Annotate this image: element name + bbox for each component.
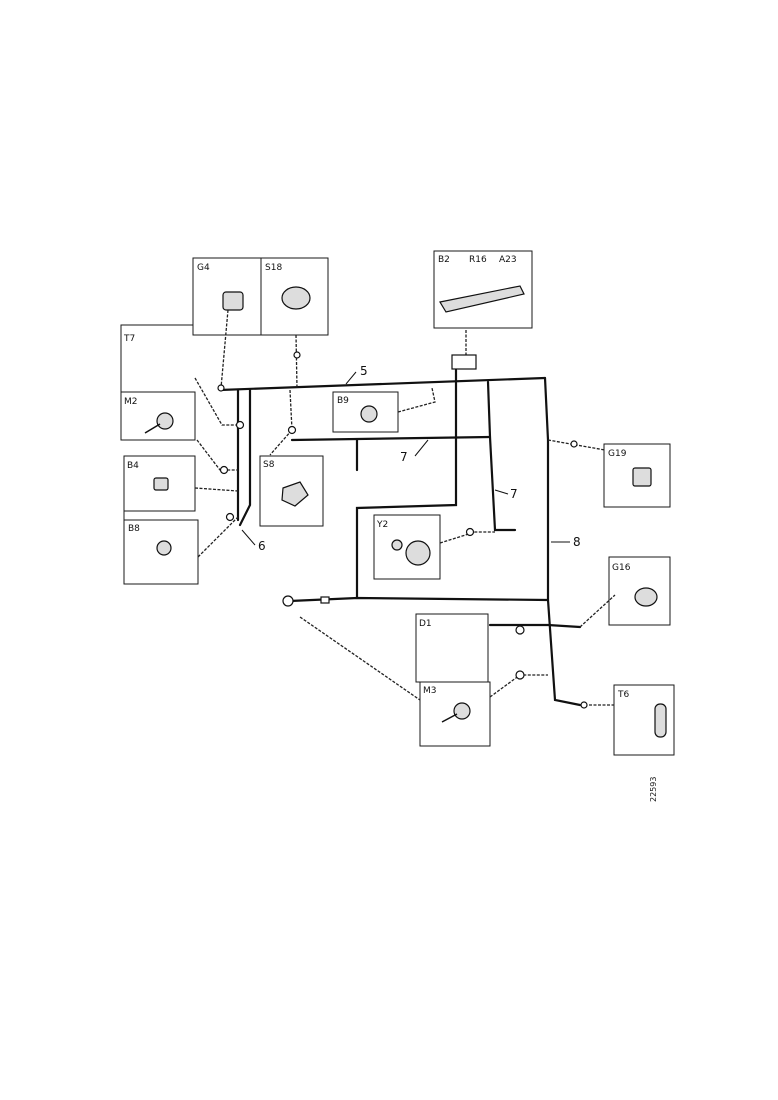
component-t7: T7 <box>120 324 193 392</box>
wiring-harness <box>194 309 616 709</box>
component-a23-label: A23 <box>499 255 517 265</box>
component-m2-label: M2 <box>124 397 138 407</box>
component-b2-label: B2 <box>438 255 450 265</box>
component-s18-part-icon <box>281 286 311 310</box>
component-t6: T6 <box>613 684 675 756</box>
component-g16: G16 <box>608 556 671 626</box>
component-b8-part-icon <box>156 540 172 556</box>
component-d1-label: D1 <box>419 619 432 629</box>
wire-label-6: 6 <box>258 539 266 553</box>
wire-label-5: 5 <box>360 364 368 378</box>
component-m2: M2 <box>120 391 196 441</box>
component-d1: D1 <box>415 613 489 683</box>
component-t6-label: T6 <box>617 690 629 700</box>
component-g4-label: G4 <box>197 263 210 273</box>
component-b9-label: B9 <box>337 396 349 406</box>
component-t6-part-icon <box>654 703 667 738</box>
component-s18: S18 <box>260 257 329 336</box>
component-b4: B4 <box>123 455 196 512</box>
component-g16-label: G16 <box>612 563 631 573</box>
component-s8: S8 <box>259 455 324 527</box>
component-g19: G19 <box>603 443 671 508</box>
component-t7-label: T7 <box>123 334 135 344</box>
component-g19-label: G19 <box>608 449 627 459</box>
wire-label-8: 8 <box>573 535 581 549</box>
component-b8-label: B8 <box>128 524 140 534</box>
component-m3: M3 <box>419 681 491 747</box>
reference-number: 22593 <box>649 777 658 802</box>
component-g19-part-icon <box>632 467 652 487</box>
component-m3-part-icon <box>453 702 471 720</box>
component-g4: G4 <box>192 257 262 336</box>
component-y2-label: Y2 <box>376 520 388 530</box>
component-m3-label: M3 <box>423 686 437 696</box>
component-b4-label: B4 <box>127 461 139 471</box>
component-g16-part-icon <box>634 587 658 607</box>
relay-box-connector <box>451 354 477 370</box>
component-s18-label: S18 <box>265 263 282 273</box>
component-r16-label: R16 <box>469 255 487 265</box>
component-b8: B8 <box>123 511 199 585</box>
component-b9-part-icon <box>360 405 378 423</box>
component-s8-part-icon <box>281 481 309 507</box>
wire-labels: 5 7 7 6 8 <box>241 364 581 553</box>
component-b9: B9 <box>332 391 399 433</box>
wire-label-7a: 7 <box>400 450 408 464</box>
component-y2-part-icon <box>405 540 431 566</box>
component-fuse-relay-part-icon <box>439 285 525 313</box>
component-b4-part-icon <box>153 477 169 491</box>
wire-label-7b: 7 <box>510 487 518 501</box>
connector-left-ground <box>282 595 294 607</box>
component-g4-part-icon <box>222 291 244 311</box>
component-s8-label: S8 <box>263 460 275 470</box>
component-m2-part-icon <box>156 412 174 430</box>
component-y2: Y2 <box>373 514 441 580</box>
component-fuse-relay-box: B2 R16 A23 <box>433 250 533 329</box>
